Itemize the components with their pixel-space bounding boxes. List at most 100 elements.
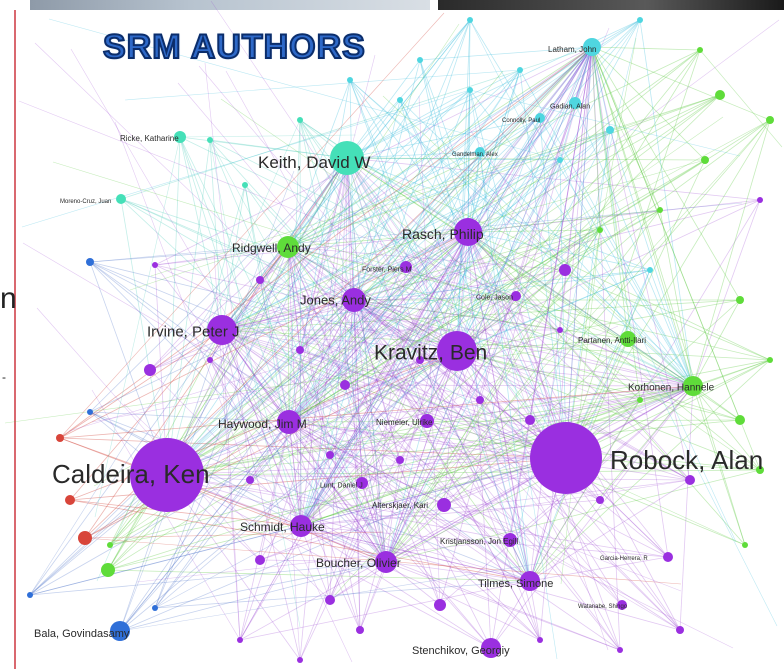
author-node: [437, 331, 477, 371]
network-edge: [287, 246, 302, 527]
minor-author-node: [396, 456, 404, 464]
author-node: [511, 291, 521, 301]
network-edge: [467, 199, 761, 233]
author-label: Connolly, Paul: [502, 118, 540, 124]
network-edge: [150, 94, 721, 277]
author-label: Moreno-Cruz, Juan: [60, 199, 111, 205]
network-edge: [154, 246, 289, 609]
network-edge: [591, 46, 611, 131]
minor-author-node: [27, 592, 33, 598]
network-edge: [288, 421, 761, 471]
network-edge: [221, 329, 691, 481]
network-edge: [443, 350, 458, 506]
network-edge: [418, 95, 441, 606]
network-edge: [692, 199, 761, 387]
author-label: Bala, Govindasamy: [34, 628, 130, 640]
network-edge: [166, 102, 576, 476]
network-edge: [287, 246, 441, 606]
network-edge: [244, 184, 355, 301]
network-edge: [89, 261, 567, 459]
network-edge: [560, 229, 601, 585]
network-edge: [456, 350, 741, 421]
network-edge: [221, 329, 541, 641]
network-edge: [490, 580, 531, 649]
network-edge: [154, 231, 469, 266]
network-edge: [346, 19, 471, 159]
network-edge: [89, 261, 387, 563]
network-edge: [29, 231, 469, 596]
network-edge: [299, 299, 355, 351]
network-edge: [346, 89, 471, 159]
network-edge: [456, 117, 541, 352]
network-edge: [539, 117, 567, 459]
network-edge: [239, 231, 469, 641]
network-edge: [439, 385, 694, 606]
network-edge: [209, 359, 531, 582]
network-edge: [4, 338, 629, 424]
network-edge: [36, 307, 261, 561]
network-edge: [529, 269, 651, 582]
network-edge: [154, 350, 458, 609]
minor-author-node: [606, 126, 614, 134]
network-edge: [299, 157, 348, 661]
network-edge: [68, 296, 516, 432]
network-edge: [300, 457, 567, 527]
network-edge: [287, 246, 331, 601]
network-edge: [456, 350, 691, 481]
network-edge: [288, 119, 771, 423]
network-edge: [329, 350, 458, 601]
network-edge: [385, 295, 517, 563]
network-edge: [649, 269, 694, 387]
network-edge: [416, 229, 601, 507]
network-edge: [221, 329, 669, 558]
network-edge: [221, 199, 761, 331]
network-edge: [288, 129, 611, 423]
minor-author-node: [297, 657, 303, 663]
network-edge: [154, 246, 289, 266]
network-edge: [299, 157, 348, 351]
network-edge: [300, 129, 611, 527]
network-edge: [221, 209, 661, 331]
network-edge: [107, 569, 531, 582]
network-edge: [346, 157, 458, 352]
network-edge: [299, 349, 302, 527]
minor-author-node: [517, 67, 523, 73]
network-edge: [221, 329, 361, 631]
network-edge: [288, 229, 601, 423]
minor-author-node: [617, 647, 623, 653]
network-edge: [288, 421, 531, 582]
network-edge: [300, 46, 593, 527]
network-edge: [467, 46, 593, 233]
network-edge: [692, 299, 741, 387]
network-edge: [460, 479, 691, 517]
network-edge: [288, 421, 361, 631]
network-edge: [479, 151, 694, 387]
network-edge: [209, 139, 694, 387]
network-edge: [300, 525, 669, 558]
network-edge: [288, 385, 694, 423]
network-edge: [154, 264, 567, 459]
network-edge: [166, 474, 301, 661]
network-edge: [288, 421, 302, 527]
network-edge: [426, 231, 469, 422]
network-edge: [52, 161, 629, 340]
network-edge: [221, 329, 301, 661]
minor-author-node: [255, 555, 265, 565]
network-edge: [166, 229, 601, 476]
author-label: Gadian, Alan: [550, 103, 590, 110]
network-edge: [591, 46, 701, 51]
network-edge: [346, 157, 561, 161]
author-label: Ricke, Katharine: [120, 134, 179, 143]
network-edge: [288, 421, 302, 527]
author-node: [400, 261, 412, 273]
network-edge: [288, 421, 567, 459]
minor-author-node: [87, 409, 93, 415]
network-edge: [166, 49, 701, 476]
network-edge: [288, 421, 621, 651]
network-edge: [300, 231, 469, 527]
network-edge: [179, 136, 302, 527]
network-edge: [591, 46, 601, 231]
network-edge: [209, 359, 377, 532]
network-edge: [456, 350, 694, 387]
network-edge: [300, 359, 421, 527]
